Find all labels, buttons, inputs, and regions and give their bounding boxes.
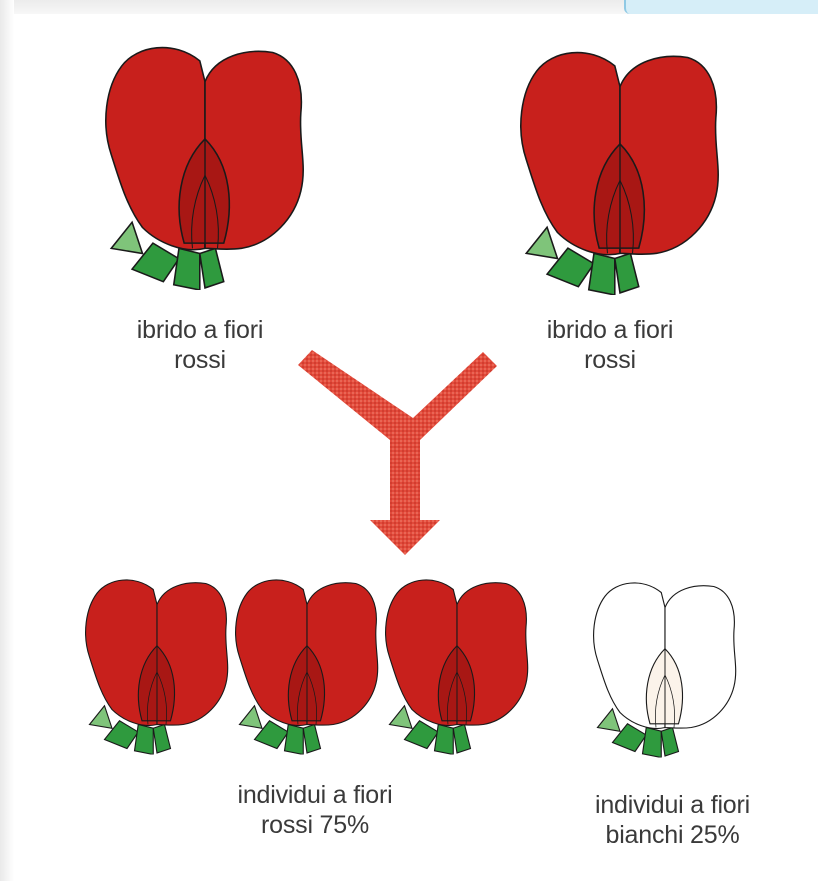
offspring-red-flower-3-icon	[382, 572, 532, 757]
offspring-white-label-line1: individui a fiori	[565, 790, 780, 820]
offspring-white-label: individui a fiori bianchi 25%	[565, 790, 780, 850]
offspring-white-flower-icon	[590, 575, 740, 760]
offspring-red-label: individui a fiori rossi 75%	[200, 780, 430, 840]
offspring-white-label-line2: bianchi 25%	[565, 820, 780, 850]
offspring-red-label-line1: individui a fiori	[200, 780, 430, 810]
offspring-red-flower-1-icon	[82, 572, 232, 757]
offspring-red-label-line2: rossi 75%	[200, 810, 430, 840]
offspring-red-flower-2-icon	[232, 572, 382, 757]
